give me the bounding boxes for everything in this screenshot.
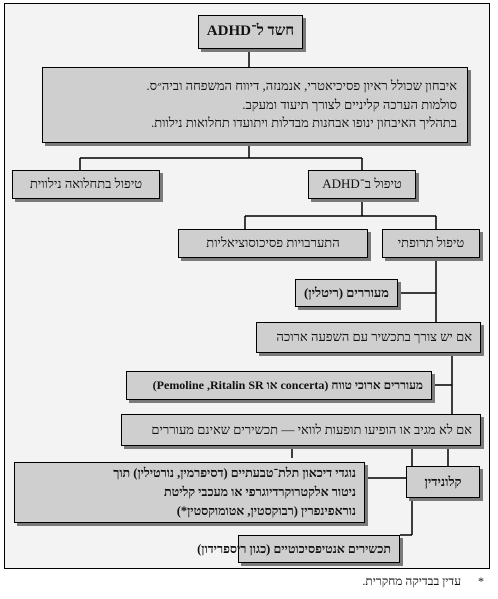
long-acting-box: מעוררים ארוכי טווח (concerta או Pemoline… [126,371,432,400]
evaluation-line-3: בתהליך האיבחון ינופו אבחנות מבדלות ויתוע… [150,115,457,131]
pharmacological-text: טיפול תרופתי [397,235,465,251]
footnote-text: עדין בבדיקה מחקרית. [362,574,461,588]
long-acting-text: מעוררים ארוכי טווח (concerta או Pemoline… [152,377,423,392]
psychosocial-text: התערבויות פסיכוסוציאליות [206,235,340,251]
no-response-box: אם לא מגיב או הופיעו תופעות לוואי — תכשי… [121,414,481,446]
long-acting-question-text: אם יש צורך בתכשיר עם השפעה ארוכה [276,329,472,345]
psychosocial-box: התערבויות פסיכוסוציאליות [178,229,368,258]
footnote-mark: * [478,574,484,588]
footnote: * עדין בבדיקה מחקרית. [362,574,484,589]
pharmacological-box: טיפול תרופתי [382,229,480,258]
antipsychotics-box: תכשירים אנטיפסיכוטיים (כגון ריספרידון) [197,535,400,563]
tricyclic-line-1: נוגדי דיכאון תלת־טבעתיים (דסיפרמין, נורט… [113,466,356,481]
evaluation-line-2: סולמות הערכה קליניים לצורך תיעוד ומעקב. [242,96,457,112]
tricyclic-line-3: נוראפינפרין (רבוקסטין, אטומוקסטין*) [176,503,356,518]
adhd-treatment-box: טיפול ב־ADHD [308,170,416,199]
comorbidity-treatment-box: טיפול בתחלואה נילווית [12,170,160,199]
tricyclic-line-2: ניטור אלקטרוקרדיוגרפי או מעכבי קליטת [164,485,356,500]
antipsychotics-text: תכשירים אנטיפסיכוטיים (כגון ריספרידון) [197,541,391,556]
no-response-text: אם לא מגיב או הופיעו תופעות לוואי — תכשי… [151,421,472,437]
title-text: חשד ל־ADHD [206,23,295,40]
evaluation-box: איבחון שכולל ראיון פסיכיאטרי, אנמנזה, די… [42,67,468,143]
clonidine-text: קלונידין [424,473,462,489]
clonidine-box: קלונידין [406,466,480,498]
long-acting-question-box: אם יש צורך בתכשיר עם השפעה ארוכה [256,322,481,353]
evaluation-line-1: איבחון שכולל ראיון פסיכיאטרי, אנמנזה, די… [146,77,457,93]
comorbidity-treatment-text: טיפול בתחלואה נילווית [29,176,143,192]
title-box: חשד ל־ADHD [198,15,303,49]
adhd-treatment-text: טיפול ב־ADHD [322,176,402,192]
stimulants-box: מעוררים (ריטלין) [295,279,398,307]
stimulants-text: מעוררים (ריטלין) [303,284,389,300]
tricyclic-box: נוגדי דיכאון תלת־טבעתיים (דסיפרמין, נורט… [14,462,365,523]
